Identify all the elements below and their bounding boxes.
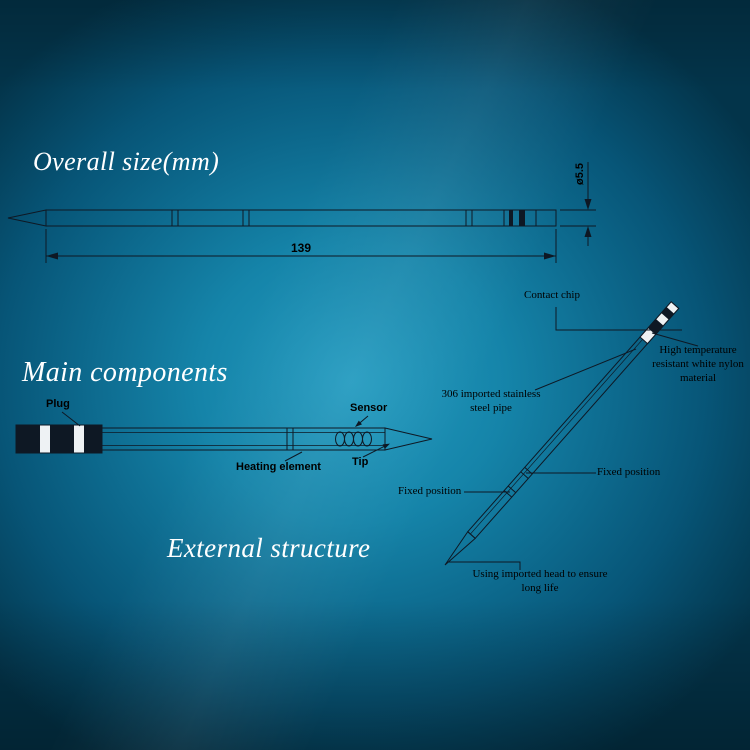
- diameter-dimension-value: ø5.5: [574, 163, 586, 186]
- length-dimension-lines: [45, 229, 557, 263]
- component-leader-lines: [61, 411, 386, 462]
- diameter-dimension-arrows: [584, 199, 592, 237]
- main-components-heading: Main components: [22, 357, 228, 388]
- diagonal-rod: [444, 301, 680, 566]
- external-leader-lines: [448, 307, 699, 570]
- contact-chip-band: [661, 307, 675, 320]
- tip-label: Tip: [352, 456, 369, 468]
- rod-ring-bands: [509, 210, 525, 226]
- external-structure-heading: External structure: [167, 533, 371, 563]
- overall-size-drawing: [7, 162, 596, 263]
- fixed-position-lower-label: Fixed position: [398, 485, 462, 497]
- sensor-coil: [335, 431, 372, 447]
- plug-connector: [15, 424, 103, 454]
- external-structure-drawing: [444, 301, 699, 570]
- heating-element-label: Heating element: [236, 461, 321, 473]
- plug-label: Plug: [46, 398, 70, 410]
- steel-pipe-label: 306 imported stainless steel pipe: [441, 388, 541, 414]
- length-dimension-arrows: [46, 252, 556, 260]
- nylon-material-label: High temperature resistant white nylon m…: [652, 344, 744, 384]
- overall-size-heading: Overall size(mm): [33, 147, 220, 176]
- contact-chip-band: [647, 319, 664, 335]
- main-components-drawing: [15, 411, 433, 462]
- fixed-position-upper-label: Fixed position: [597, 466, 661, 478]
- component-leader-arrows: [355, 420, 390, 449]
- head-durability-label: Using imported head to ensure long life: [472, 568, 608, 594]
- soldering-tip-outline: [7, 209, 557, 227]
- length-dimension-value: 139: [290, 241, 312, 255]
- contact-chip-label: Contact chip: [524, 289, 580, 301]
- sensor-label: Sensor: [350, 402, 388, 414]
